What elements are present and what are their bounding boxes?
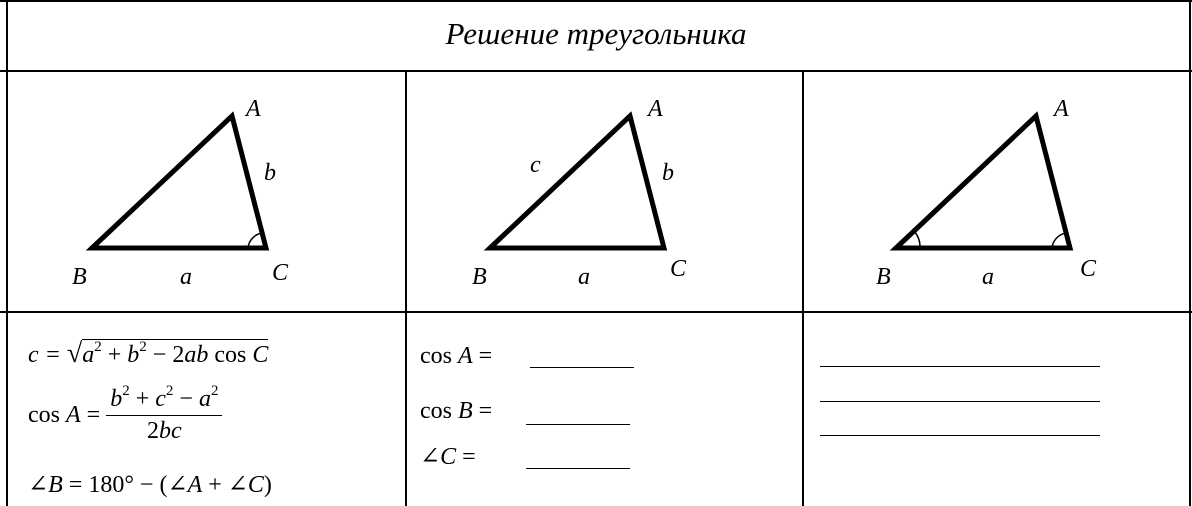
cos-function: cos [208,342,253,368]
table-border-right [1189,0,1191,506]
vertex-label-A: A [1052,100,1069,122]
side-label-a: a [982,264,994,290]
cos-function: cos [420,343,458,369]
angle-B: B [458,398,473,424]
operator: − 2 [146,342,185,368]
exponent: 2 [139,339,147,355]
angle-B: B [48,472,63,498]
table-divider-header [0,70,1192,72]
angle-A: A [458,343,473,369]
angle-symbol: ∠ [28,472,49,498]
answer-blank-line-1[interactable] [820,366,1100,367]
formula-lhs: c = [28,342,67,368]
table-divider-rows [0,311,1192,313]
vertex-label-A: A [646,100,663,122]
term-b: b [110,386,123,412]
close-paren: ) [263,472,272,498]
angle-symbol: ∠ [420,444,441,470]
angle-C-blank-row: ∠C = [420,442,476,471]
triangle-figure-2: A c b B a C [472,100,687,290]
exponent: 2 [165,383,174,399]
answer-blank-cos-B[interactable] [526,424,630,425]
expression: = 180° − ( [62,472,168,498]
triangle-figure-1: A b B a C [72,100,289,290]
angle-symbol: ∠ [227,472,248,498]
angle-C: C [440,444,457,470]
angle-C: C [247,472,264,498]
equals-sign: = [80,402,107,428]
vertex-label-C: C [670,256,687,282]
answer-blank-line-2[interactable] [820,401,1100,402]
term-ab: ab [184,342,209,368]
law-of-cosines-formula: c = √a2 + b2 − 2ab cos C [28,338,269,370]
table-border-top [0,0,1192,2]
answer-blank-line-3[interactable] [820,435,1100,436]
operator: + [129,386,156,412]
sqrt-radicand: a2 + b2 − 2ab cos C [82,339,269,368]
angle-symbol: ∠ [167,472,188,498]
cos-A-blank-row: cos A = [420,343,492,370]
angle-C: C [252,342,269,368]
cos-function: cos [420,398,458,424]
angle-B-formula: ∠B = 180° − (∠A + ∠C) [28,470,272,499]
cos-B-blank-row: cos B = [420,398,492,425]
term-a: a [198,386,211,412]
vertex-label-A: A [244,100,261,122]
side-label-c: c [530,152,541,178]
answer-blank-angle-C[interactable] [526,468,630,469]
side-label-a: a [578,264,590,290]
vertex-label-B: B [72,264,87,290]
vertex-label-C: C [1080,256,1097,282]
term-b: b [127,342,140,368]
coefficient: 2 [147,418,160,444]
denominator: 2bc [106,416,222,445]
exponent: 2 [122,383,130,399]
side-label-a: a [180,264,192,290]
table-border-left [6,0,8,506]
angle-A: A [66,402,81,428]
table-title: Решение треугольника [445,16,747,51]
vertex-label-B: B [876,264,891,290]
vertex-label-B: B [472,264,487,290]
side-label-b: b [662,160,674,186]
exponent: 2 [210,383,219,399]
angle-A: A [187,472,203,498]
operator: + [101,342,128,368]
sqrt-sign: √ [66,338,83,369]
operator: + [202,472,228,498]
cos-function: cos [28,402,66,428]
triangle-figure-3: A B a C [876,100,1097,290]
table-col-divider-1 [405,70,407,506]
answer-blank-cos-A[interactable] [530,367,634,368]
term-bc: bc [159,418,182,444]
equals-sign: = [472,343,493,369]
term-a: a [82,342,95,368]
equals-sign: = [472,398,493,424]
exponent: 2 [94,339,102,355]
table-col-divider-2 [802,70,804,506]
operator: − [173,386,199,412]
numerator: b2 + c2 − a2 [106,383,223,416]
equals-sign: = [456,444,476,470]
side-label-b: b [264,160,276,186]
vertex-label-C: C [272,260,289,286]
term-c: c [155,386,166,412]
